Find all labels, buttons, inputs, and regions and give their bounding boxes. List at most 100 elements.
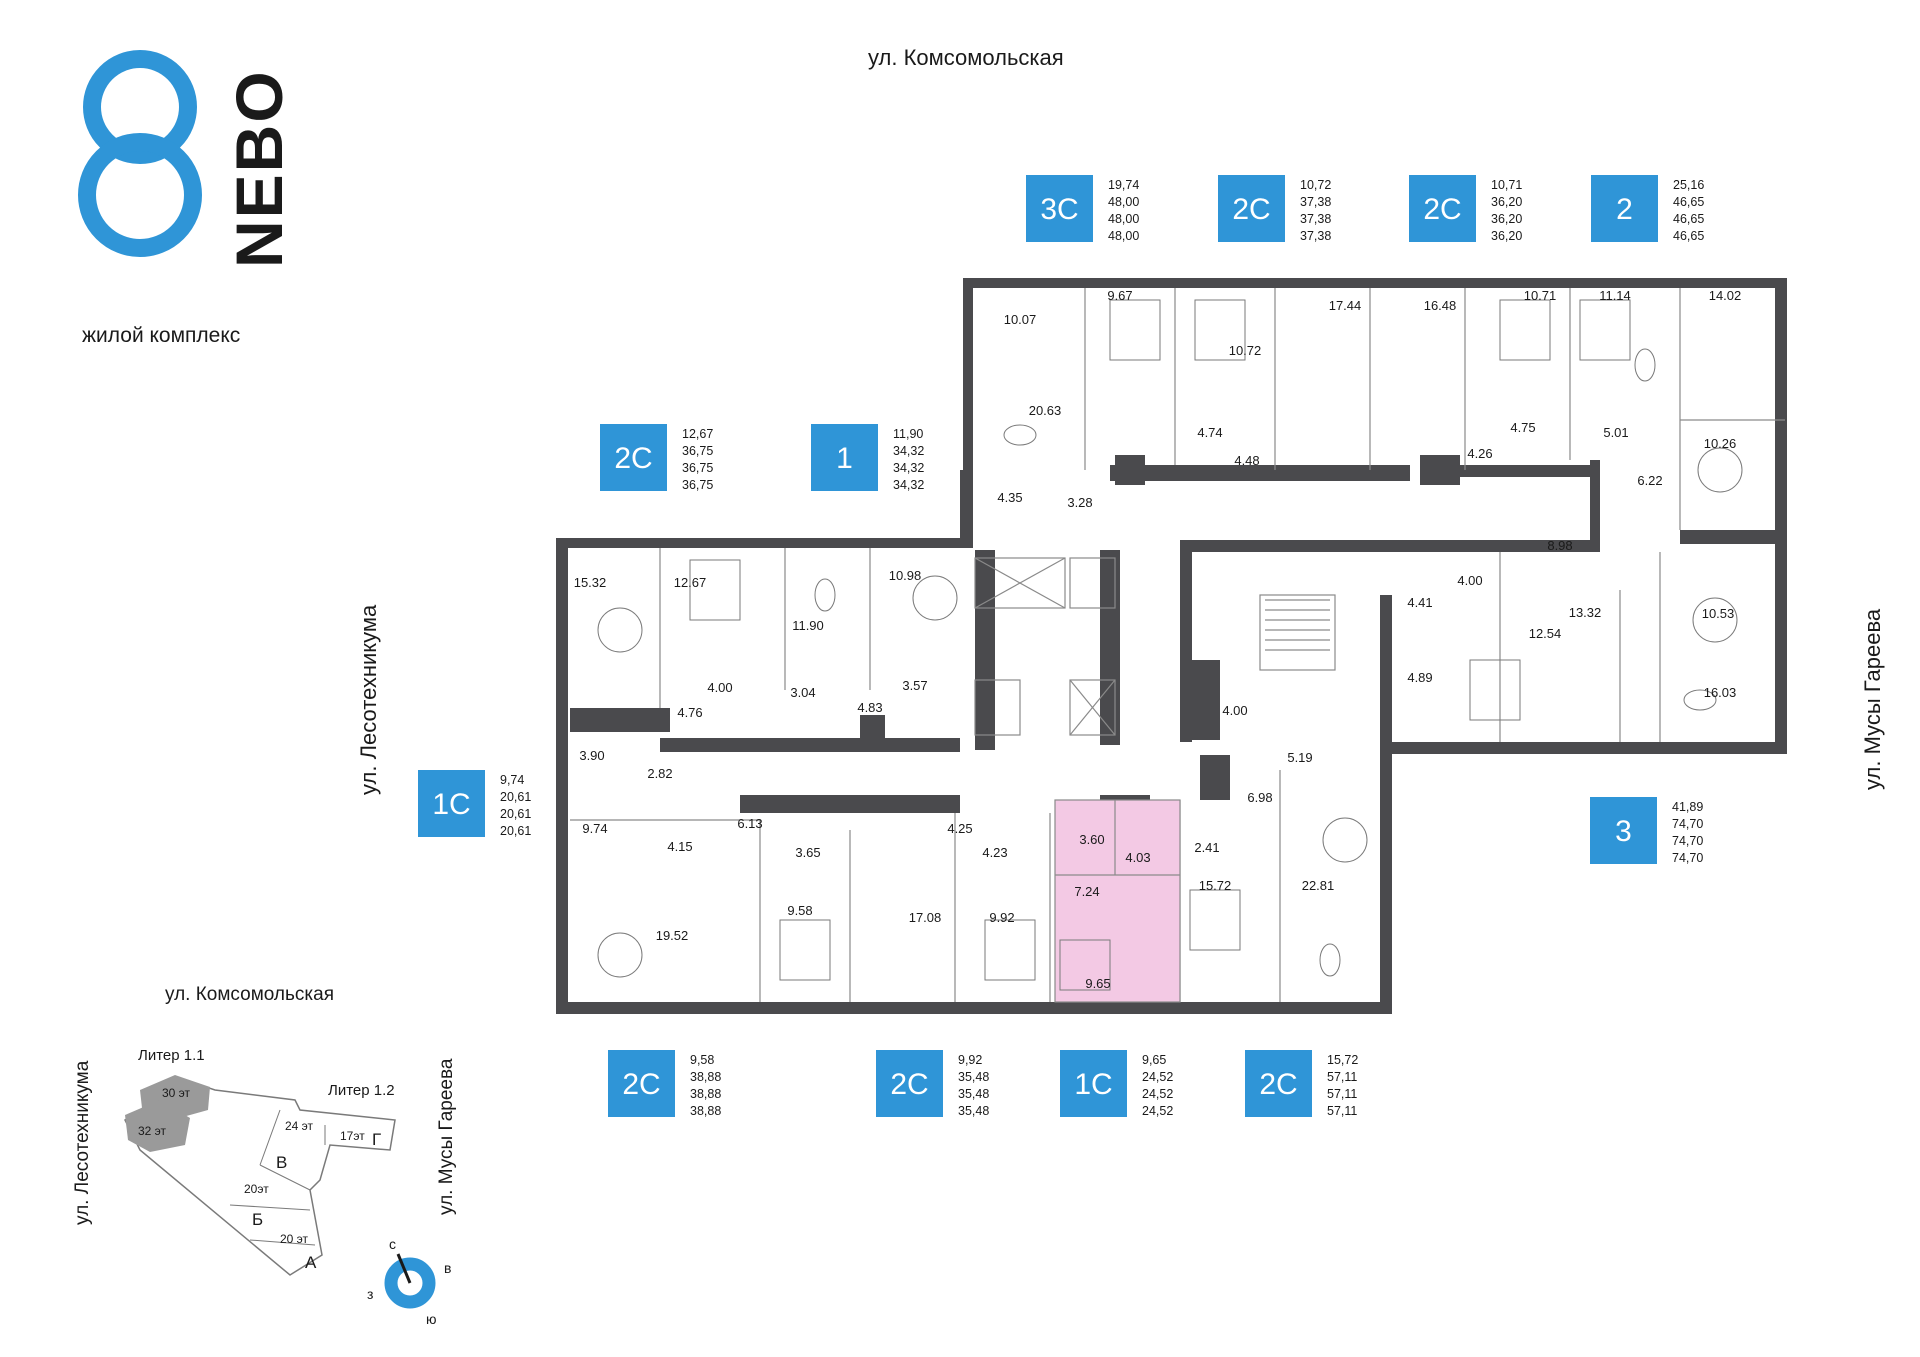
- apartment-badge-box[interactable]: [1218, 175, 1285, 242]
- apartment-area-stat: 34,32: [893, 444, 924, 458]
- room-area-label: 2.41: [1194, 840, 1219, 855]
- apartment-area-stat: 11,90: [893, 427, 923, 441]
- apartment-area-stat: 9,74: [500, 773, 524, 787]
- site-block-32: [125, 1100, 190, 1152]
- apartment-area-stat: 10,72: [1300, 178, 1331, 192]
- apartment-badge-box[interactable]: [1591, 175, 1658, 242]
- apartment-badge-box[interactable]: [1245, 1050, 1312, 1117]
- room-area-label: 10.53: [1702, 606, 1735, 621]
- room-area-label: 11.90: [792, 618, 824, 633]
- apartment-badge-box[interactable]: [1060, 1050, 1127, 1117]
- apartment-type-code: 1: [836, 442, 853, 475]
- apartment-area-stat: 9,92: [958, 1053, 982, 1067]
- apartment-area-stat: 24,52: [1142, 1104, 1173, 1118]
- apartment-badge-box[interactable]: [418, 770, 485, 837]
- site-liter-11: Литер 1.1: [138, 1047, 205, 1064]
- apartment-area-stat: 74,70: [1672, 851, 1703, 865]
- room-area-label: 9.92: [989, 910, 1014, 925]
- room-area-label: 4.25: [947, 821, 972, 836]
- room-area-label: 10.98: [889, 568, 922, 583]
- room-area-label: 5.19: [1287, 750, 1312, 765]
- logo-subtitle: жилой комплекс: [82, 324, 240, 347]
- apartment-area-stat: 36,20: [1491, 195, 1522, 209]
- apartment-badge-box[interactable]: [1590, 797, 1657, 864]
- highlighted-apartment[interactable]: [1055, 800, 1180, 1002]
- apartment-badge-box[interactable]: [1409, 175, 1476, 242]
- compass: с в ю з: [367, 1236, 451, 1327]
- room-area-label: 6.13: [737, 816, 762, 831]
- room-area-label: 3.57: [902, 678, 927, 693]
- apartment-area-stat: 48,00: [1108, 229, 1139, 243]
- apartment-area-stat: 35,48: [958, 1070, 989, 1084]
- compass-north: с: [389, 1236, 396, 1252]
- site-floor-24: 24 эт: [285, 1119, 314, 1133]
- apartment-badge-box[interactable]: [811, 424, 878, 491]
- room-area-label: 9.65: [1085, 976, 1110, 991]
- room-area-label: 17.08: [909, 910, 942, 925]
- apartment-area-stat: 20,61: [500, 790, 531, 804]
- apartment-type-code: 1С: [432, 788, 470, 821]
- room-area-label: 15.72: [1199, 878, 1232, 893]
- room-area-label: 10.72: [1229, 343, 1262, 358]
- apartment-area-stat: 35,48: [958, 1087, 989, 1101]
- room-area-label: 4.83: [857, 700, 882, 715]
- apartment-type-code: 3: [1615, 815, 1632, 848]
- apartment-type-code: 2С: [614, 442, 652, 475]
- apartment-type-code: 1С: [1074, 1068, 1112, 1101]
- apartment-area-stat: 24,52: [1142, 1087, 1173, 1101]
- room-area-label: 11.14: [1599, 288, 1631, 303]
- site-outline: [124, 1079, 396, 1276]
- room-area-label: 4.76: [677, 705, 702, 720]
- room-area-label: 4.89: [1407, 670, 1432, 685]
- apartment-type-code: 2С: [890, 1068, 928, 1101]
- site-floor-32: 32 эт: [138, 1124, 167, 1138]
- apartment-badge-box[interactable]: [600, 424, 667, 491]
- room-area-label: 14.02: [1709, 288, 1742, 303]
- room-area-label: 12.54: [1529, 626, 1562, 641]
- apartment-badge-box[interactable]: [1026, 175, 1093, 242]
- room-area-label: 10.07: [1004, 312, 1037, 327]
- apartment-area-stat: 36,75: [682, 444, 713, 458]
- room-area-label: 4.35: [997, 490, 1022, 505]
- room-area-label: 4.00: [1222, 703, 1247, 718]
- apartment-area-stat: 9,65: [1142, 1053, 1166, 1067]
- compass-west: з: [367, 1286, 373, 1302]
- apartment-badge-box[interactable]: [876, 1050, 943, 1117]
- apartment-area-stat: 24,52: [1142, 1070, 1173, 1084]
- site-section-a: А: [305, 1253, 317, 1272]
- logo-eight-top: [83, 50, 197, 164]
- apartment-type-code: 2С: [1232, 193, 1270, 226]
- apartment-type-code: 2: [1616, 193, 1633, 226]
- apartment-badge-box[interactable]: [608, 1050, 675, 1117]
- apartment-area-stat: 46,65: [1673, 229, 1704, 243]
- room-area-label: 4.00: [1457, 573, 1482, 588]
- apartment-area-stat: 36,20: [1491, 229, 1522, 243]
- room-area-label: 16.48: [1424, 298, 1457, 313]
- room-area-label: 19.52: [656, 928, 689, 943]
- room-area-label: 2.82: [647, 766, 672, 781]
- street-west-label: ул. Лесотехникума: [356, 604, 381, 795]
- site-floor-20a: 20 эт: [280, 1232, 309, 1246]
- apartment-badge[interactable]: 2С 9,92 35,48 35,48 35,48: [876, 1050, 989, 1118]
- apartment-area-stat: 46,65: [1673, 212, 1704, 226]
- street-east-label: ул. Мусы Гареева: [1860, 608, 1885, 790]
- site-section-b: Б: [252, 1210, 263, 1229]
- apartment-badge[interactable]: 1С 9,65 24,52 24,52 24,52: [1060, 1050, 1173, 1118]
- street-north-label: ул. Комсомольская: [868, 45, 1064, 70]
- apartment-area-stat: 57,11: [1327, 1070, 1357, 1084]
- room-area-label: 22.81: [1302, 878, 1335, 893]
- room-area-label: 3.90: [579, 748, 604, 763]
- apartment-area-stat: 37,38: [1300, 229, 1331, 243]
- apartment-area-stat: 35,48: [958, 1104, 989, 1118]
